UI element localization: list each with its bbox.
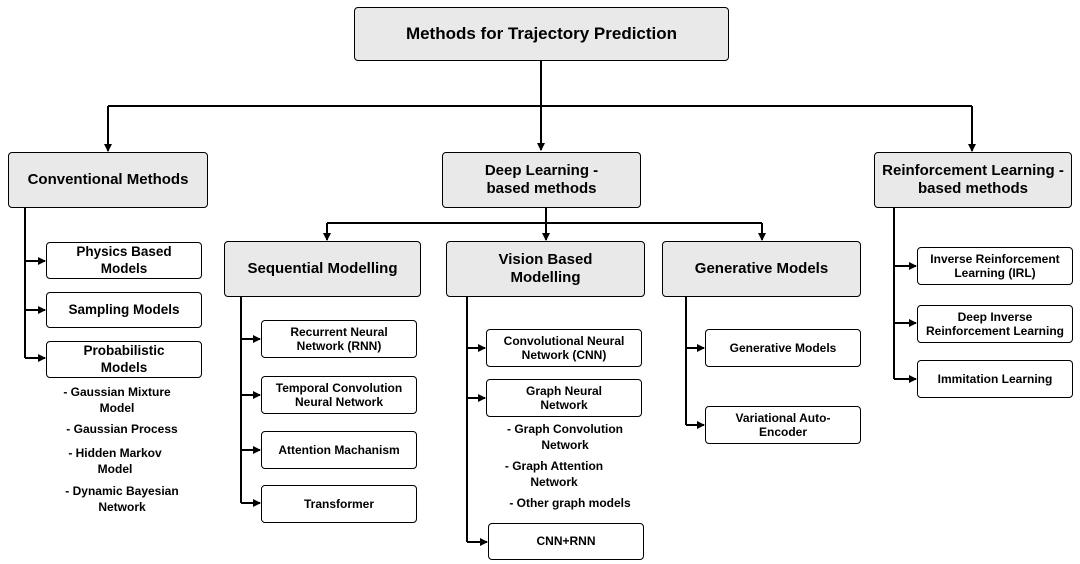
root-node: Methods for Trajectory Prediction — [354, 7, 729, 61]
reinforcement-learning-node: Reinforcement Learning - based methods — [874, 152, 1072, 208]
probabilistic-subitem: - Gaussian Mixture Model — [63, 385, 171, 415]
cnn-rnn-node: CNN+RNN — [488, 523, 644, 560]
sequential-modelling-node: Sequential Modelling — [224, 241, 421, 297]
conventional-methods-node: Conventional Methods — [8, 152, 208, 208]
rnn-node: Recurrent Neural Network (RNN) — [261, 320, 417, 358]
gnn-node: Graph Neural Network — [486, 379, 642, 417]
deep-learning-node: Deep Learning - based methods — [442, 152, 641, 208]
irl-node: Inverse Reinforcement Learning (IRL) — [917, 247, 1073, 285]
gnn-subitem: - Other graph models — [509, 496, 631, 510]
transformer-node: Transformer — [261, 485, 417, 523]
probabilistic-models-node: Probabilistic Models — [46, 341, 202, 378]
generative-models-node: Generative Models — [705, 329, 861, 367]
tcn-node: Temporal Convolution Neural Network — [261, 376, 417, 414]
generative-models-category-node: Generative Models — [662, 241, 861, 297]
probabilistic-subitem: - Gaussian Process — [66, 422, 178, 436]
imitation-learning-node: Immitation Learning — [917, 360, 1073, 398]
gnn-subitem: - Graph Convolution Network — [507, 422, 623, 452]
vae-node: Variational Auto-Encoder — [705, 406, 861, 444]
gnn-subitem: - Graph Attention Network — [504, 459, 604, 489]
attention-mechanism-node: Attention Machanism — [261, 431, 417, 469]
deep-irl-node: Deep Inverse Reinforcement Learning — [917, 305, 1073, 343]
sampling-models-node: Sampling Models — [46, 292, 202, 328]
probabilistic-subitem: - Hidden Markov Model — [68, 446, 162, 476]
physics-based-models-node: Physics Based Models — [46, 242, 202, 279]
probabilistic-subitem: - Dynamic Bayesian Network — [65, 484, 179, 514]
cnn-node: Convolutional Neural Network (CNN) — [486, 329, 642, 367]
vision-based-modelling-node: Vision Based Modelling — [446, 241, 645, 297]
